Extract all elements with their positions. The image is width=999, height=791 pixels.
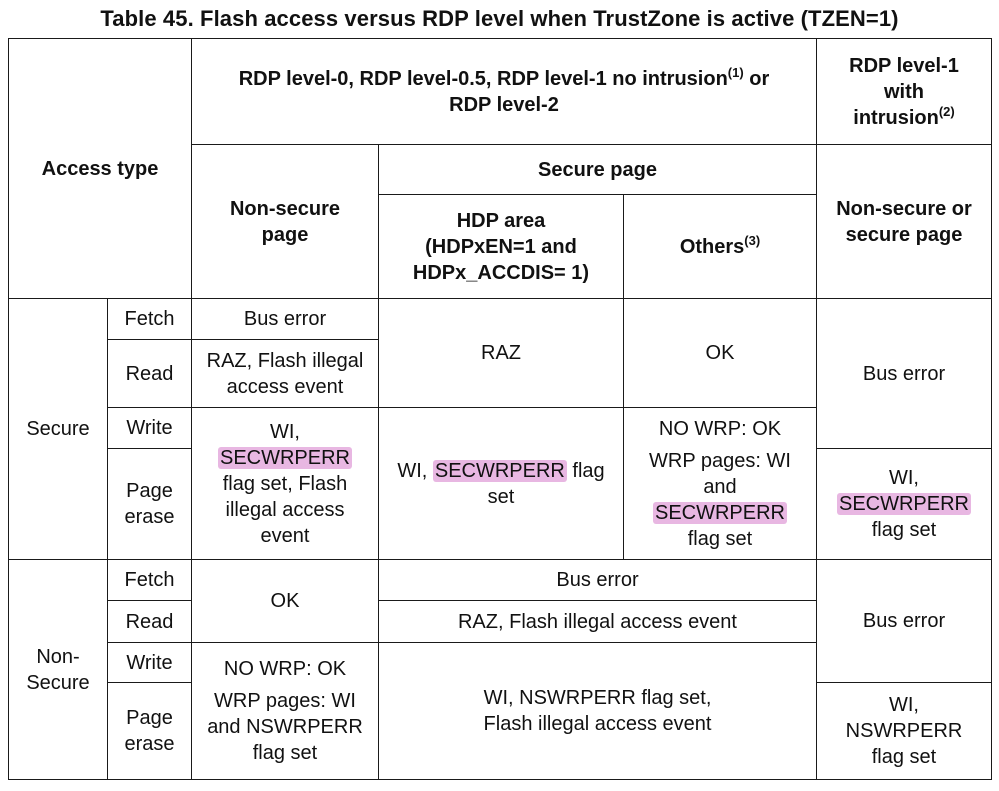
cell-wi-nswrperr-intrusion: WI, NSWRPERR flag set — [816, 682, 992, 780]
cell-raz-flash-illegal: RAZ, Flash illegal access event — [191, 339, 379, 408]
header-others: Others(3) — [623, 194, 817, 299]
header-nonsecure-or-secure-page: Non-secure or secure page — [816, 144, 992, 299]
table-title: Table 45. Flash access versus RDP level … — [100, 6, 899, 31]
header-rdp-intrusion: RDP level-1 with intrusion(2) — [816, 38, 992, 145]
header-access-type: Access type — [8, 38, 192, 299]
header-rdp-group: RDP level-0, RDP level-0.5, RDP level-1 … — [191, 38, 817, 145]
secwrperr-highlight: SECWRPERR — [836, 493, 971, 515]
cell-bus-error: Bus error — [378, 559, 817, 601]
access-fetch: Fetch — [107, 559, 192, 601]
access-page-erase: Page erase — [107, 682, 192, 780]
cell-wi-secwrperr-flash: WI, SECWRPERR flag set, Flash illegal ac… — [191, 407, 379, 560]
access-write: Write — [107, 407, 192, 449]
header-secure-page: Secure page — [378, 144, 817, 195]
cell-ok: OK — [623, 298, 817, 408]
row-group-nonsecure: Non- Secure — [8, 559, 108, 780]
cell-wi-secwrperr-flag-set: WI, SECWRPERR flag set — [378, 407, 624, 560]
row-group-secure: Secure — [8, 298, 108, 560]
access-read: Read — [107, 600, 192, 643]
cell-bus-error: Bus error — [191, 298, 379, 340]
cell-wrp-others: NO WRP: OK WRP pages: WI and SECWRPERR f… — [623, 407, 817, 560]
cell-wi-nswrperr-flash: WI, NSWRPERR flag set, Flash illegal acc… — [378, 642, 817, 780]
cell-raz-flash-illegal: RAZ, Flash illegal access event — [378, 600, 817, 643]
cell-ok: OK — [191, 559, 379, 643]
flash-access-table: Access type RDP level-0, RDP level-0.5, … — [8, 38, 992, 780]
cell-bus-error: Bus error — [816, 559, 992, 683]
access-write: Write — [107, 642, 192, 683]
cell-wrp-nonsecure: NO WRP: OK WRP pages: WI and NSWRPERR fl… — [191, 642, 379, 780]
secwrperr-highlight: SECWRPERR — [217, 446, 352, 469]
access-read: Read — [107, 339, 192, 408]
access-page-erase: Page erase — [107, 448, 192, 560]
header-hdp-area: HDP area (HDPxEN=1 and HDPx_ACCDIS= 1) — [378, 194, 624, 299]
cell-bus-error: Bus error — [816, 298, 992, 449]
secwrperr-highlight: SECWRPERR — [432, 459, 567, 482]
access-fetch: Fetch — [107, 298, 192, 340]
secwrperr-highlight: SECWRPERR — [652, 501, 787, 524]
header-nonsecure-page: Non-secure page — [191, 144, 379, 299]
cell-raz: RAZ — [378, 298, 624, 408]
cell-wi-secwrperr-intrusion: WI, SECWRPERR flag set — [816, 448, 992, 560]
